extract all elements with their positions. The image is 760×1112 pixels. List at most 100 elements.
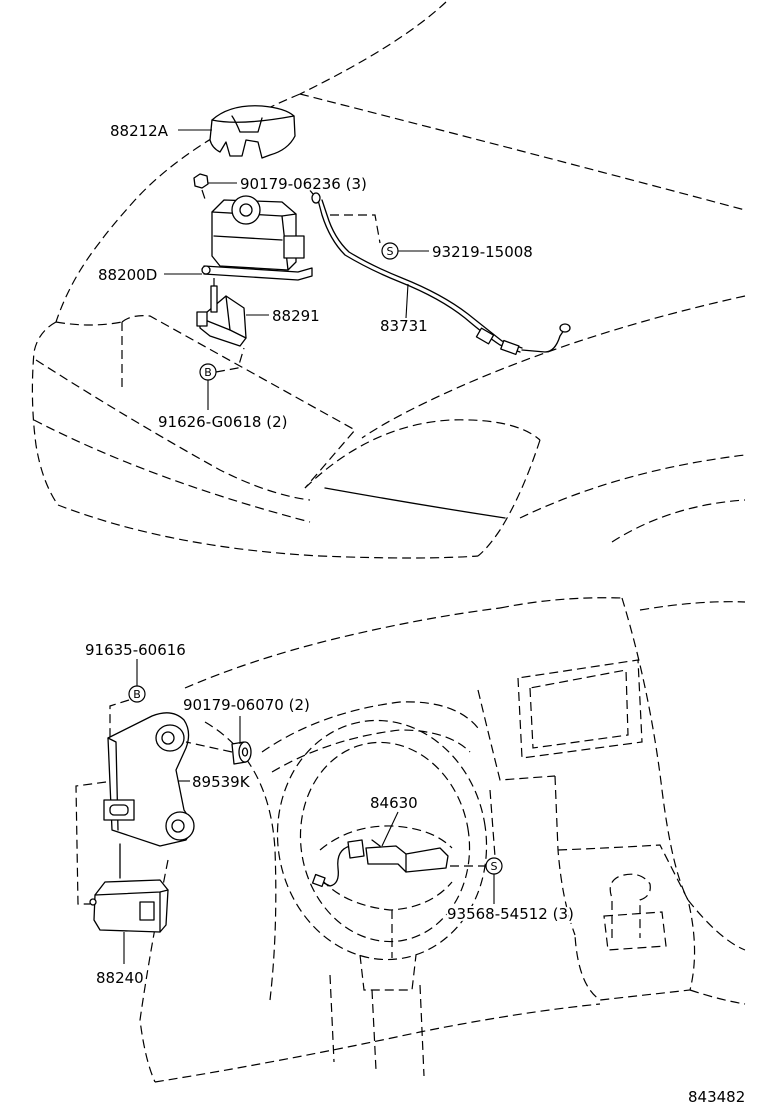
nut-hex [193,173,209,189]
part-computer [89,879,169,933]
marker-bolt-lower: B [128,685,146,703]
outline-line [304,419,541,489]
outline-line [639,601,746,611]
cable-fitting [500,339,520,356]
label-bracket-lower: 89539K [192,773,251,791]
outline-line [99,93,301,243]
outline-line [35,359,311,501]
outline-line [689,989,746,1005]
bracket-grommet [165,811,195,841]
upper-connectors [164,129,429,410]
illustration-number: 843482 [688,1088,745,1106]
outline-line [299,93,746,211]
outline-line [611,499,746,543]
outline-line [329,974,335,1063]
lower-connectors [75,659,495,964]
computer-case [93,879,169,933]
outline-line [204,721,277,1001]
bracket-tab [103,799,135,821]
outline-line [499,597,623,609]
leader-line [381,811,399,847]
cable-end-nipple [559,323,571,333]
outline-line [371,989,377,1071]
center-console [557,844,696,1001]
part-cable [307,187,571,356]
label-nut-upper: 90179-06236 (3) [240,175,367,193]
outline-line [31,321,59,506]
marker-letter: B [133,688,141,701]
cable-fitting [475,327,495,345]
vehicle-front-outline [31,1,746,559]
steering-wheel-rim-inner [299,741,471,943]
dashed-connector [185,741,233,753]
marker-ring [128,685,146,703]
label-switch: 84630 [370,794,418,812]
cable-end-tip [307,187,314,195]
steering-wheel-rim [276,719,488,961]
outline-line [519,454,746,519]
outline-line [324,487,506,519]
switch-tab [371,839,381,847]
marker-letter: S [387,245,394,258]
marker-bolt-upper: B [199,363,217,381]
label-clamp-upper: 93219-15008 [432,243,533,261]
actuator-gear [231,195,261,225]
outline-line [621,597,689,901]
cable-sheath [321,199,523,349]
bracket-grommet-hole [171,819,185,833]
steering-wheel-hub [321,879,453,911]
outline-line [419,984,425,1077]
outline-line [554,775,576,936]
switch-lever [365,845,449,873]
label-screw-lower: 93568-54512 (3) [447,905,574,923]
marker-ring [485,857,503,875]
label-computer: 88240 [96,969,144,987]
actuator-gear-hub [239,203,253,217]
marker-letter: S [491,860,498,873]
outline-line [271,729,471,773]
center-display-frame [517,659,643,759]
part-actuator [201,195,313,281]
computer-connector [139,901,155,921]
cover-edge [211,115,295,123]
shift-gate [603,911,667,951]
bracket-stud [210,285,218,313]
switch-connector [311,873,326,888]
switch-clip [347,839,365,859]
dashed-connector [109,699,130,738]
outline-line [33,419,311,523]
part-nut-upper [193,173,209,189]
cable-inner-wire [521,329,565,353]
dashed-connector [201,189,207,203]
marker-letter: B [204,366,212,379]
label-bolt-lower: 91635-60616 [85,641,186,659]
actuator-mount-hole [201,265,211,275]
part-bracket-upper [196,285,247,347]
outline-line [57,504,479,559]
label-collar-lower: 90179-06070 (2) [183,696,310,714]
steering-column [359,954,417,991]
part-switch [311,839,449,888]
outline-line [121,315,356,489]
computer-mount-tab [89,898,97,906]
dashed-connector [215,347,245,373]
outline-line [55,241,101,323]
marker-clamp-upper: S [381,242,399,260]
cable-sheath [317,199,521,353]
outline-line [687,899,746,951]
shift-lever [609,873,651,938]
collar-hole [241,747,249,757]
dashed-connector [330,214,381,244]
part-bracket-lower [103,712,195,847]
bracket-grommet [155,724,185,752]
dashed-connector [75,781,107,905]
marker-ring [199,363,217,381]
marker-screw-lower: S [485,857,503,875]
bracket-tab-slot [109,804,129,816]
center-display-screen [529,669,629,749]
label-actuator: 88200D [98,266,157,284]
steering-wheel [276,719,488,961]
outline-line [361,295,746,439]
outline-line [477,689,556,781]
